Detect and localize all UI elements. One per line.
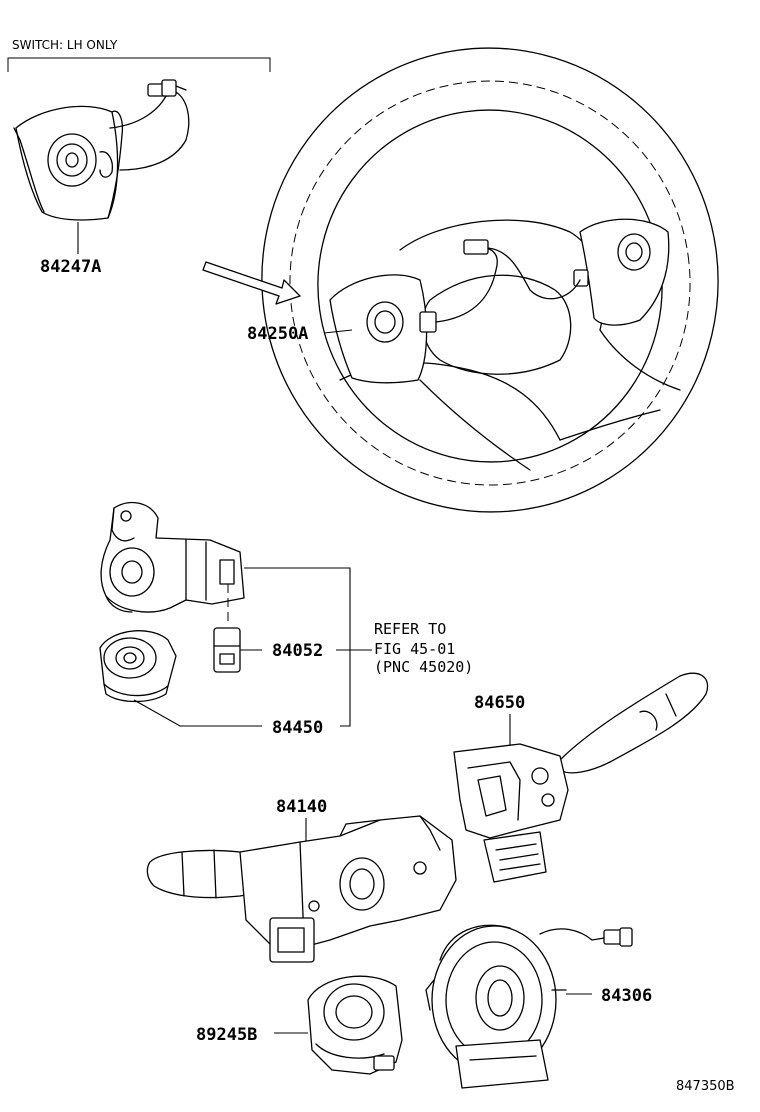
part-label-84450: 84450: [272, 718, 323, 738]
part-label-89245b: 89245B: [196, 1025, 257, 1045]
lh-only-note-group: SWITCH: LH ONLY: [7, 38, 271, 72]
part-84650-wiper-switch: [453, 672, 709, 883]
part-89245b-sensor: [307, 975, 403, 1075]
part-84052-module: [213, 627, 241, 673]
reference-line-2: FIG 45-01: [374, 640, 455, 658]
lh-only-bracket: [7, 57, 271, 72]
part-84450-cylinder: [99, 630, 177, 703]
part-label-84140: 84140: [276, 797, 327, 817]
ignition-switch-housing: [100, 501, 245, 613]
part-label-84650: 84650: [474, 693, 525, 713]
lh-steering-pad-switch: [13, 79, 190, 221]
part-label-84247a: 84247A: [40, 257, 101, 277]
reference-line-3: (PNC 45020): [374, 658, 473, 676]
steering-wheel: [261, 47, 719, 513]
part-label-84250a: 84250A: [247, 324, 308, 344]
part-84306-spiral-cable: [425, 924, 633, 1089]
diagram-code: 847350B: [676, 1079, 735, 1094]
part-label-84052: 84052: [272, 641, 323, 661]
lh-only-note: SWITCH: LH ONLY: [12, 38, 118, 52]
reference-line-1: REFER TO: [374, 620, 446, 638]
part-label-84306: 84306: [601, 986, 652, 1006]
view-direction-arrow: [202, 261, 301, 305]
part-84140-turn-signal-switch: [146, 815, 457, 963]
